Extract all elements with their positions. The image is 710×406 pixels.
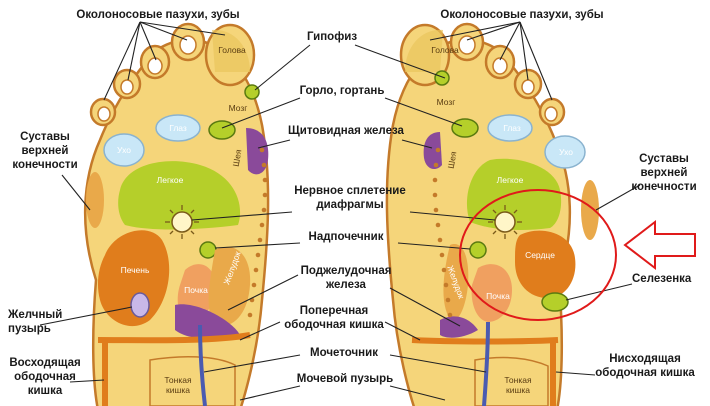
left-arm-joints	[86, 172, 104, 228]
label-transverse-colon: Поперечная ободочная кишка	[284, 305, 384, 331]
left-lung	[118, 161, 241, 230]
right-eye-zone	[487, 114, 533, 142]
left-head-zone	[212, 29, 250, 73]
zone-head-left: Голова	[218, 45, 246, 55]
label-pancreas: Поджелудочная железа	[300, 265, 392, 291]
zone-eye-left: Глаз	[169, 123, 187, 133]
heart-zone	[515, 230, 576, 299]
leader-lines	[39, 21, 641, 401]
zone-brain-right: Мозг	[436, 97, 456, 107]
left-sinus-3	[147, 57, 163, 75]
zone-ear-right: Ухо	[559, 147, 573, 157]
right-throat	[451, 118, 479, 138]
right-lung	[466, 158, 562, 230]
left-solar-rays	[165, 205, 199, 239]
label-spleen: Селезенка	[632, 273, 692, 285]
label-pituitary: Гипофиз	[306, 31, 358, 43]
zone-brain-left: Мозг	[228, 103, 248, 113]
right-head-zone	[405, 29, 443, 73]
left-adrenal	[199, 241, 217, 259]
right-transverse-colon	[411, 337, 559, 345]
label-descending-colon: Нисходящая ободочная кишка	[595, 353, 695, 379]
left-sinus-4	[120, 79, 134, 95]
label-ureter: Мочеточник	[310, 347, 378, 359]
left-eye-zone	[155, 114, 201, 142]
left-throat	[208, 120, 236, 140]
right-pituitary	[434, 70, 450, 86]
label-throat: Горло, гортань	[299, 85, 385, 97]
label-adrenal: Надпочечник	[308, 231, 384, 243]
left-gallbladder	[130, 292, 150, 318]
left-foot	[83, 22, 270, 406]
zone-small-intestine-right: Тонкая кишка	[504, 375, 532, 395]
zone-small-intestine-left: Тонкая кишка	[164, 375, 192, 395]
zone-kidney-left: Почка	[184, 285, 208, 295]
right-solar-plexus	[494, 211, 516, 233]
right-sinus-2	[458, 35, 476, 55]
right-spine-dots	[432, 147, 453, 318]
zone-kidney-right: Почка	[486, 291, 510, 301]
zone-liver: Печень	[120, 265, 150, 275]
zone-heart: Сердце	[525, 250, 555, 260]
right-ureter	[482, 321, 490, 406]
red-arrow-icon	[623, 219, 696, 271]
right-sinus-5	[544, 106, 558, 122]
label-sinuses-teeth-right: Околоносовые пазухи, зубы	[440, 9, 604, 21]
left-transverse-colon	[97, 332, 251, 344]
label-sinuses-teeth-left: Околоносовые пазухи, зубы	[76, 9, 240, 21]
label-arm-joints-right: Суставы верхней конечности	[631, 153, 697, 193]
right-thyroid	[423, 132, 442, 170]
zone-lung-left: Легкое	[156, 175, 184, 185]
left-stomach	[208, 246, 251, 326]
spleen-zone	[541, 292, 569, 312]
right-stomach	[443, 244, 469, 322]
zone-head-right: Голова	[431, 45, 459, 55]
right-kidney	[471, 264, 512, 322]
left-pancreas	[175, 304, 240, 339]
right-ear-zone	[544, 135, 586, 169]
right-arm-joints	[581, 180, 599, 240]
right-adrenal	[469, 241, 487, 259]
label-ascending-colon: Восходящая ободочная кишка	[9, 357, 81, 397]
left-ear-zone	[103, 133, 145, 167]
left-sinus-2	[179, 35, 197, 55]
label-arm-joints-left: Суставы верхней конечности	[12, 131, 78, 171]
label-thyroid: Щитовидная железа	[288, 125, 404, 137]
left-small-intestine	[149, 355, 236, 406]
left-thyroid	[246, 128, 269, 175]
zone-lung-right: Легкое	[496, 175, 524, 185]
zone-ear-left: Ухо	[117, 145, 131, 155]
label-solar-plexus: Нервное сплетение диафрагмы	[294, 185, 406, 211]
right-pancreas	[440, 316, 478, 338]
left-ureter	[198, 324, 207, 406]
right-foot	[385, 22, 599, 406]
label-bladder: Мочевой пузырь	[296, 373, 394, 385]
left-sinus-5	[97, 106, 111, 122]
left-liver	[97, 230, 170, 327]
zone-eye-right: Глаз	[503, 123, 521, 133]
right-sinus-4	[521, 79, 535, 95]
left-pituitary	[244, 84, 260, 100]
label-gallbladder: Желчный пузырь	[8, 309, 63, 335]
right-solar-rays	[488, 205, 522, 239]
left-spine-dots	[247, 147, 268, 318]
left-solar-plexus	[171, 211, 193, 233]
right-sinus-3	[492, 57, 508, 75]
highlight-circle	[459, 189, 617, 321]
